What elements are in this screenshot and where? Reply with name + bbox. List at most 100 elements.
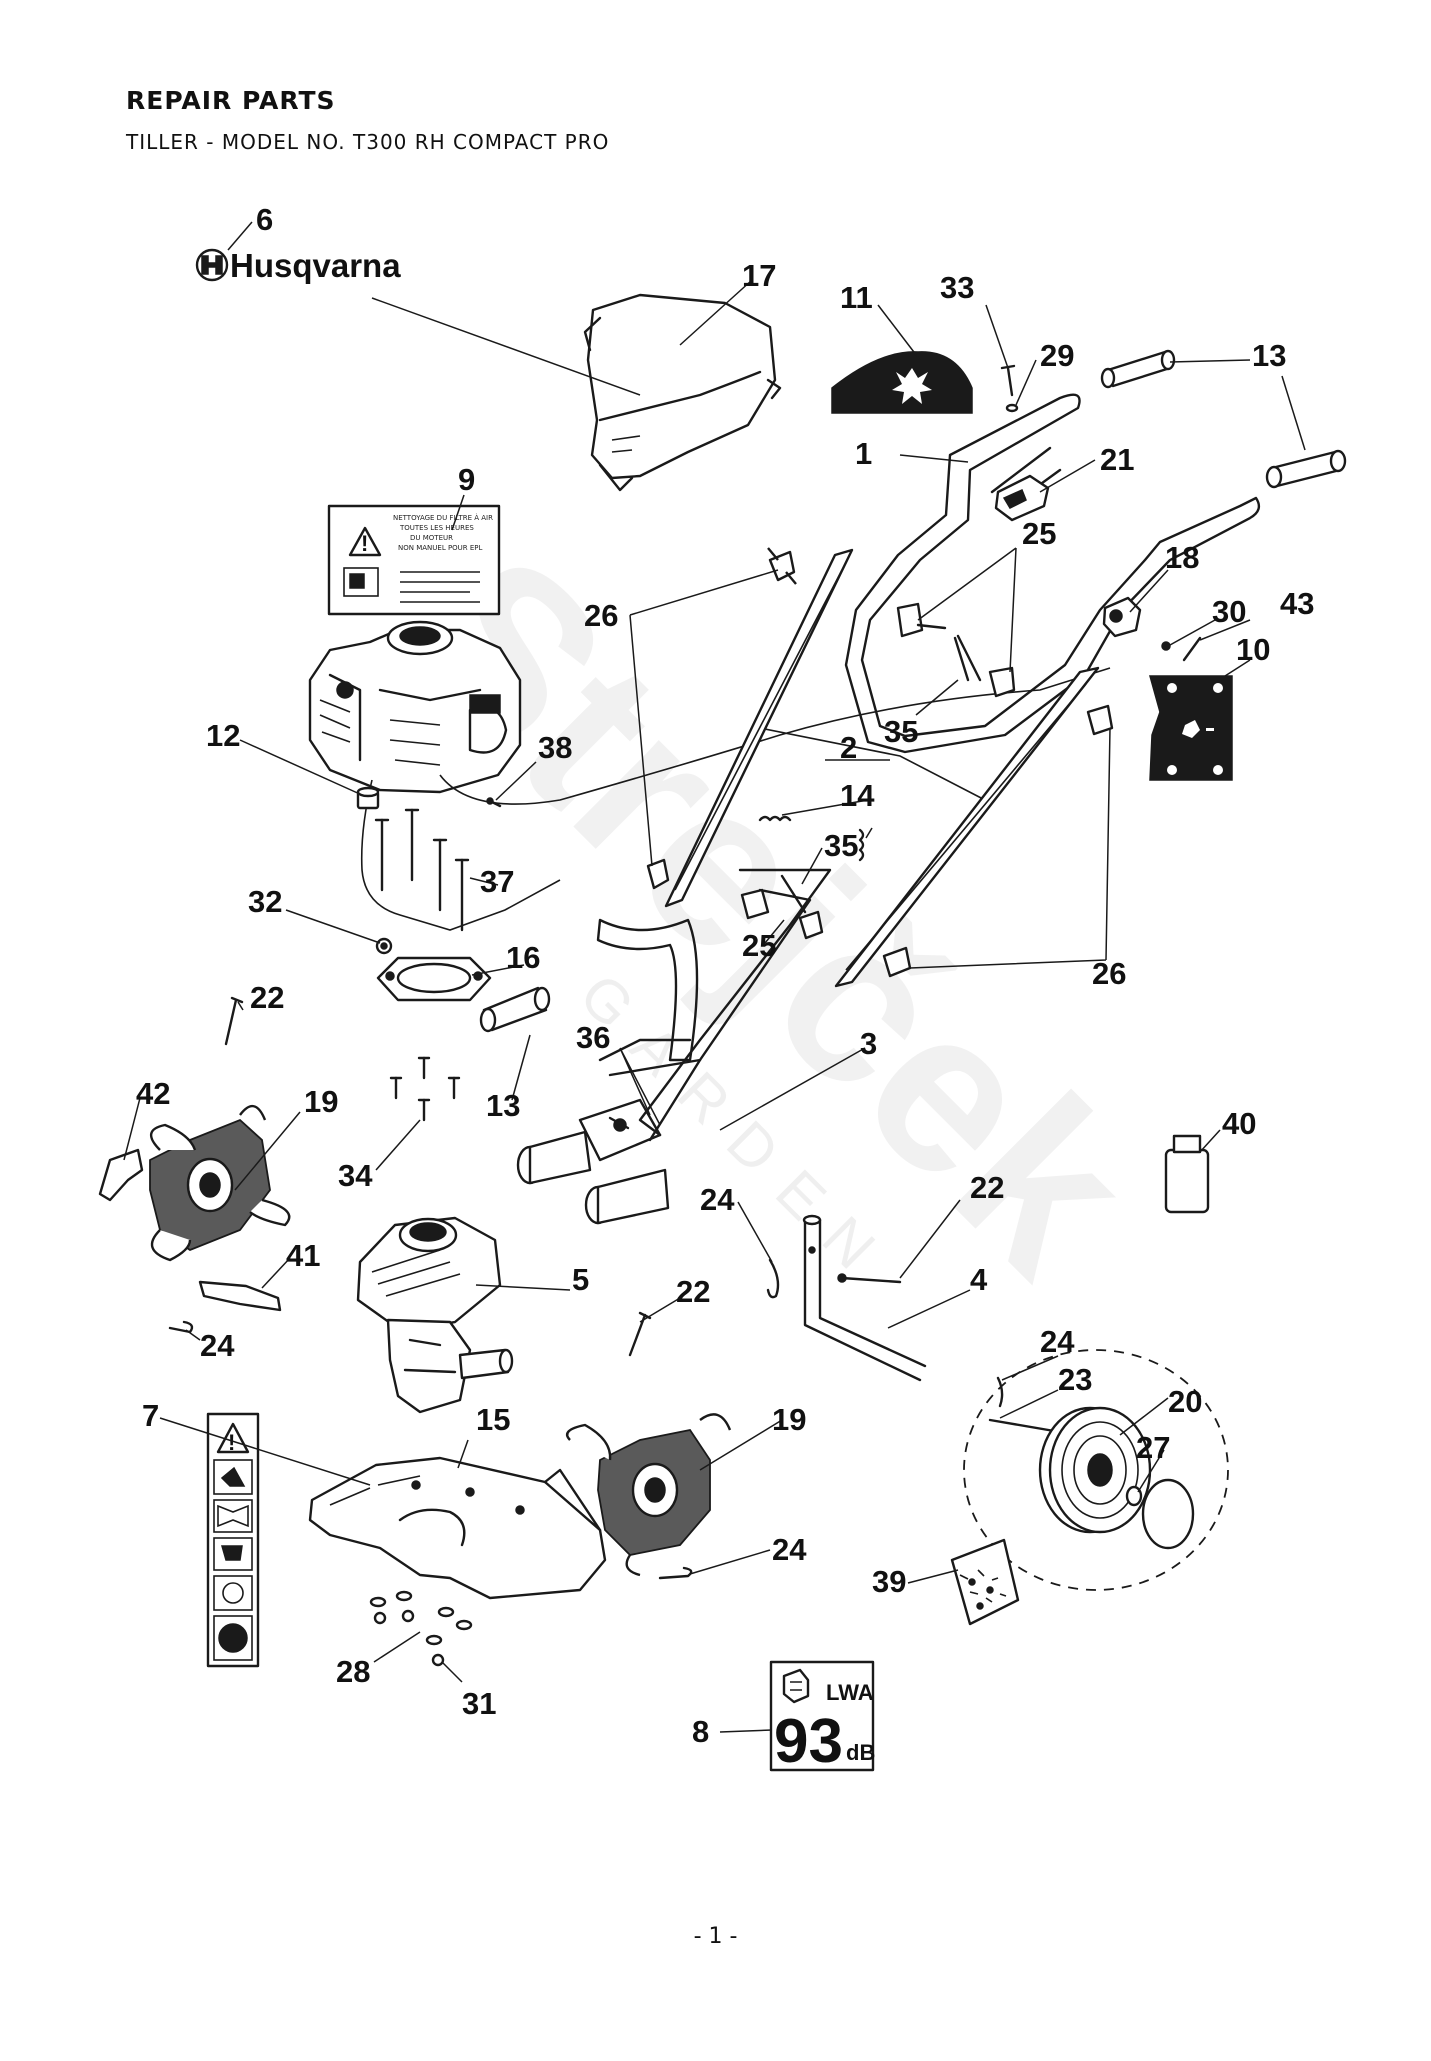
callout-9: 9	[458, 462, 475, 497]
part-41-tine-blade	[198, 1280, 282, 1312]
callout-19-right: 19	[772, 1402, 806, 1437]
part-34-studs	[389, 1056, 461, 1122]
part-29-washer	[1005, 403, 1019, 413]
callout-3: 3	[860, 1026, 877, 1061]
part-22-pin-left	[224, 996, 244, 1046]
callout-33: 33	[940, 270, 974, 305]
warning-mark: !	[361, 531, 368, 556]
part-22-pin-right	[837, 1273, 902, 1284]
callout-43: 43	[1280, 586, 1314, 621]
callout-24-center: 24	[772, 1532, 807, 1567]
part-21-throttle-control	[994, 474, 1050, 522]
callout-11: 11	[840, 280, 873, 315]
page-number: - 1 -	[693, 1924, 738, 1949]
decal-warning-mark: !	[228, 1430, 235, 1455]
part-8-noise-decal: LWA 93 dB	[769, 1660, 875, 1776]
callout-16: 16	[506, 940, 540, 975]
decal-text-4: NON MANUEL POUR EPL	[398, 544, 483, 552]
callout-13-upper: 13	[1252, 338, 1286, 373]
callout-4: 4	[970, 1262, 988, 1297]
part-33-screw	[1000, 364, 1016, 397]
callout-labels: 6 17 11 33 29 13 1 21 9 25 18 26 30 43 1…	[136, 202, 1314, 1749]
part-4-wheel-bracket	[802, 1214, 927, 1382]
part-5-transmission	[356, 1216, 514, 1414]
part-38-screw	[486, 797, 502, 808]
noise-suffix: dB	[846, 1740, 875, 1765]
callout-27: 27	[1136, 1430, 1170, 1465]
handle-channel-right	[834, 666, 1100, 988]
husqvarna-logo: Husqvarna	[195, 247, 401, 284]
noise-value: 93	[774, 1707, 843, 1776]
callout-12: 12	[206, 718, 240, 753]
callout-8: 8	[692, 1714, 709, 1749]
part-35-bolt-upper	[953, 636, 970, 682]
callout-19-left: 19	[304, 1084, 338, 1119]
callout-15: 15	[476, 1402, 510, 1437]
part-25-clamp-upper	[896, 602, 1016, 698]
callout-20: 20	[1168, 1384, 1202, 1419]
callout-28: 28	[336, 1654, 370, 1689]
leader-lines	[123, 221, 1306, 1733]
noise-unit: LWA	[826, 1680, 874, 1705]
part-19-tines-right	[565, 1413, 732, 1577]
callout-41: 41	[286, 1238, 320, 1273]
part-26-knob-lower-left	[646, 858, 670, 890]
part-13-tube	[479, 986, 551, 1033]
callout-30: 30	[1212, 594, 1246, 629]
callout-6: 6	[256, 202, 273, 237]
handle-channel-left	[664, 548, 854, 908]
callout-7: 7	[142, 1398, 159, 1433]
part-43-pin	[1182, 636, 1202, 662]
decal-text-3: DU MOTEUR	[410, 534, 453, 542]
part-2-control-cables	[360, 667, 1111, 931]
callout-21: 21	[1100, 442, 1134, 477]
part-32-nut	[375, 937, 393, 955]
callout-39: 39	[872, 1564, 906, 1599]
callout-1: 1	[855, 436, 872, 471]
callout-35-lower: 35	[824, 828, 858, 863]
part-31-nuts	[373, 1609, 445, 1667]
part-24-hitch-pin-upper	[766, 1258, 780, 1299]
part-16-mount-plate	[376, 956, 492, 1002]
part-14-springs	[758, 815, 865, 862]
callout-42: 42	[136, 1076, 170, 1111]
part-37-bolts	[374, 808, 470, 932]
part-12-plug	[356, 786, 380, 810]
callout-24-wheel: 24	[1040, 1324, 1075, 1359]
part-19-tines-left	[149, 1105, 291, 1262]
part-30-nut	[1161, 641, 1171, 651]
callout-32: 32	[248, 884, 282, 919]
part-35-bolt-lower	[780, 874, 807, 914]
part-40-oil-bottle	[1164, 1134, 1210, 1214]
callout-34: 34	[338, 1158, 373, 1193]
part-26-knob-right	[1086, 704, 1114, 736]
callout-14: 14	[840, 778, 875, 813]
callout-25-upper: 25	[1022, 516, 1056, 551]
part-42-tine	[98, 1148, 144, 1202]
callout-23: 23	[1058, 1362, 1092, 1397]
logo-text: Husqvarna	[230, 247, 401, 284]
part-9-warning-decal: ! NETTOYAGE DU FILTRE À AIR TOUTES LES H…	[327, 504, 501, 616]
callout-37: 37	[480, 864, 514, 899]
part-28-washers	[369, 1590, 473, 1646]
callout-38: 38	[538, 730, 572, 765]
callout-10: 10	[1236, 632, 1270, 667]
wheel-assembly	[963, 1349, 1229, 1591]
page-title: REPAIR PARTS	[126, 86, 336, 115]
engine	[308, 620, 522, 794]
callout-22-left: 22	[250, 980, 284, 1015]
callout-36: 36	[576, 1020, 610, 1055]
part-18-control-lever	[1102, 596, 1142, 638]
callout-18: 18	[1165, 540, 1199, 575]
part-25-clamp-lower	[740, 888, 824, 940]
part-10-label-plate	[1149, 675, 1233, 781]
callout-22-center: 22	[676, 1274, 710, 1309]
part-17-belt-cover	[583, 293, 782, 492]
part-24-hitch-pin-center	[658, 1566, 693, 1580]
callout-24-upper: 24	[700, 1182, 735, 1217]
decal-text-2: TOUTES LES HEURES	[399, 524, 474, 532]
callout-17: 17	[742, 258, 776, 293]
callout-5: 5	[572, 1262, 589, 1297]
callout-31: 31	[462, 1686, 496, 1721]
